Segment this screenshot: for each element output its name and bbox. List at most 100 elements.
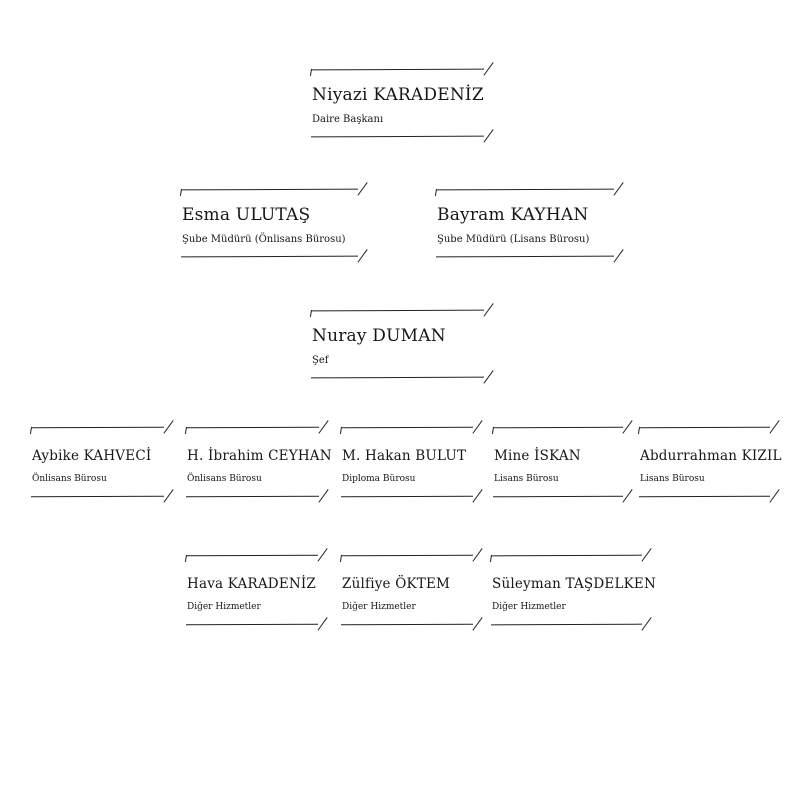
bracket-top-decoration [184, 548, 328, 562]
person-name: Mine İSKAN [494, 448, 581, 464]
bracket-line [310, 68, 485, 71]
person-name: Nuray DUMAN [312, 326, 446, 346]
bracket-line [185, 426, 320, 429]
bracket-top-decoration [491, 420, 633, 434]
bracket-top-decoration [637, 420, 780, 434]
bracket-line [310, 376, 485, 379]
bracket-line [310, 309, 485, 312]
person-title: Diğer Hizmetler [187, 602, 261, 612]
person-title: Diğer Hizmetler [492, 602, 566, 612]
bracket-top-decoration [184, 420, 329, 434]
org-node: Aybike KAHVECİ Önlisans Bürosu [29, 420, 174, 503]
org-node: Niyazi KARADENİZ Daire Başkanı [309, 62, 494, 143]
person-title: Lisans Bürosu [640, 474, 705, 484]
bracket-top-decoration [29, 420, 174, 434]
person-name: Bayram KAYHAN [437, 205, 589, 225]
bracket-line [490, 623, 643, 626]
person-title: Şef [312, 355, 329, 366]
org-node: Süleyman TAŞDELKEN Diğer Hizmetler [489, 548, 656, 631]
person-name: H. İbrahim CEYHAN [187, 448, 332, 464]
bracket-top-decoration [179, 182, 368, 196]
bracket-slash [472, 617, 483, 631]
bracket-line [180, 188, 359, 191]
bracket-slash [472, 548, 483, 562]
person-name: Niyazi KARADENİZ [312, 85, 484, 105]
bracket-slash [483, 303, 494, 317]
bracket-bottom-decoration [310, 370, 494, 384]
bracket-slash [769, 420, 780, 434]
person-name: Esma ULUTAŞ [182, 205, 311, 225]
bracket-line [492, 426, 624, 429]
bracket-slash [622, 489, 633, 503]
bracket-bottom-decoration [185, 617, 328, 631]
bracket-line [30, 426, 165, 429]
bracket-slash [318, 420, 329, 434]
bracket-slash [317, 617, 328, 631]
bracket-bottom-decoration [185, 489, 329, 503]
bracket-slash [613, 249, 624, 263]
bracket-bottom-decoration [638, 489, 780, 503]
bracket-bottom-decoration [340, 489, 483, 503]
bracket-line [340, 495, 474, 498]
person-title: Önlisans Bürosu [187, 474, 262, 484]
person-title: Önlisans Bürosu [32, 474, 107, 484]
person-name: M. Hakan BULUT [342, 448, 467, 464]
person-name: Aybike KAHVECİ [32, 448, 152, 464]
bracket-slash [641, 548, 652, 562]
org-node: M. Hakan BULUT Diploma Bürosu [339, 420, 483, 503]
bracket-slash [472, 489, 483, 503]
bracket-line [310, 135, 485, 138]
bracket-slash [613, 182, 624, 196]
bracket-bottom-decoration [180, 249, 368, 263]
person-name: Hava KARADENİZ [187, 576, 316, 592]
bracket-slash [483, 370, 494, 384]
bracket-line [638, 426, 771, 429]
person-title: Lisans Bürosu [494, 474, 559, 484]
person-title: Diğer Hizmetler [342, 602, 416, 612]
bracket-slash [357, 182, 368, 196]
bracket-line [435, 255, 615, 258]
org-node: Hava KARADENİZ Diğer Hizmetler [184, 548, 328, 631]
bracket-top-decoration [309, 303, 494, 317]
bracket-bottom-decoration [435, 249, 624, 263]
bracket-top-decoration [434, 182, 624, 196]
bracket-slash [317, 548, 328, 562]
bracket-line [492, 495, 624, 498]
org-node: Mine İSKAN Lisans Bürosu [491, 420, 633, 503]
org-node: Bayram KAYHAN Şube Müdürü (Lisans Bürosu… [434, 182, 624, 263]
bracket-slash [163, 420, 174, 434]
bracket-top-decoration [339, 420, 483, 434]
bracket-line [185, 495, 320, 498]
bracket-slash [318, 489, 329, 503]
bracket-slash [472, 420, 483, 434]
person-title: Diploma Bürosu [342, 474, 416, 484]
bracket-line [340, 426, 474, 429]
bracket-top-decoration [489, 548, 652, 562]
bracket-slash [622, 420, 633, 434]
bracket-slash [357, 249, 368, 263]
org-node: Abdurrahman KIZIL Lisans Bürosu [637, 420, 782, 503]
bracket-line [180, 255, 359, 258]
bracket-line [490, 554, 643, 557]
bracket-slash [163, 489, 174, 503]
bracket-bottom-decoration [490, 617, 652, 631]
bracket-line [638, 495, 771, 498]
org-node: Esma ULUTAŞ Şube Müdürü (Önlisans Bürosu… [179, 182, 368, 263]
bracket-bottom-decoration [340, 617, 483, 631]
bracket-line [30, 495, 165, 498]
bracket-line [340, 554, 474, 557]
org-node: H. İbrahim CEYHAN Önlisans Bürosu [184, 420, 332, 503]
person-title: Daire Başkanı [312, 114, 384, 125]
bracket-line [435, 188, 615, 191]
bracket-bottom-decoration [310, 129, 494, 143]
person-name: Abdurrahman KIZIL [640, 448, 782, 464]
org-node: Zülfiye ÖKTEM Diğer Hizmetler [339, 548, 483, 631]
person-title: Şube Müdürü (Önlisans Bürosu) [182, 234, 346, 245]
bracket-line [185, 554, 319, 557]
person-name: Zülfiye ÖKTEM [342, 576, 451, 592]
bracket-top-decoration [339, 548, 483, 562]
bracket-line [340, 623, 474, 626]
person-title: Şube Müdürü (Lisans Bürosu) [437, 234, 590, 245]
person-name: Süleyman TAŞDELKEN [492, 576, 656, 592]
